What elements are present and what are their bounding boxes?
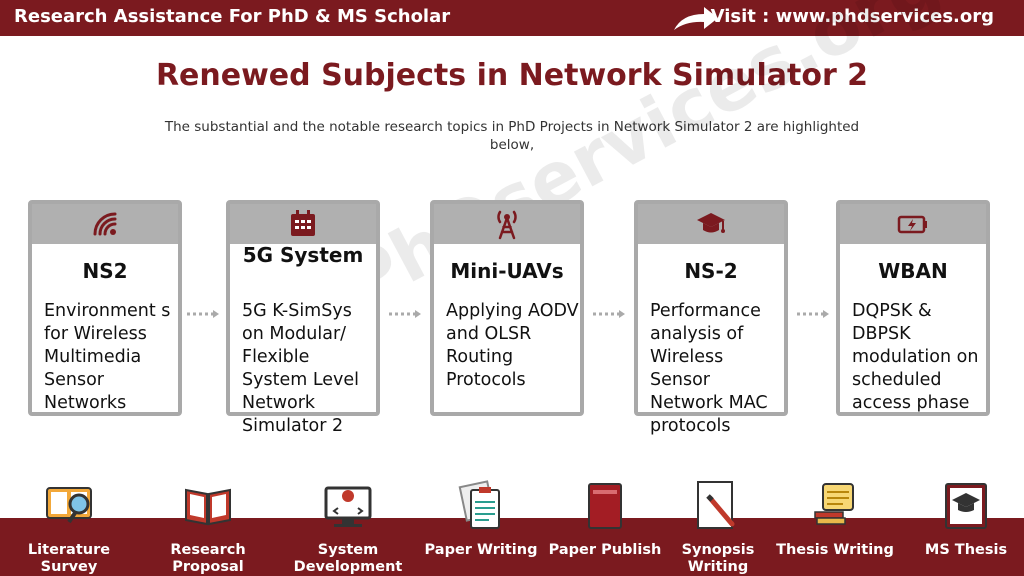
- page-subtitle: The substantial and the notable research…: [164, 119, 860, 153]
- scroll-books-icon: [814, 483, 854, 525]
- service-label: System Development: [293, 542, 403, 575]
- service-label: Thesis Writing: [776, 542, 894, 558]
- service-label: Research Proposal: [170, 542, 246, 575]
- red-book-icon: [588, 483, 622, 529]
- service-thesis-writing[interactable]: Thesis Writing: [775, 480, 895, 559]
- bottom-banner: [0, 518, 1024, 576]
- service-synopsis-writing[interactable]: Synopsis Writing: [658, 480, 778, 576]
- connector-arrow: [593, 310, 625, 318]
- topic-card-mini-uavs: Mini-UAVs Applying AODV and OLSR Routing…: [430, 200, 584, 416]
- card-body: DQPSK & DBPSK modulation on scheduled ac…: [852, 301, 979, 413]
- card-body: 5G K-SimSys on Modular/ Flexible System …: [242, 301, 360, 436]
- card-title: NS-2: [684, 259, 738, 283]
- grid-calendar-icon: [291, 210, 315, 236]
- service-label: Literature Survey: [27, 542, 111, 575]
- card-body: Performance analysis of Wireless Sensor …: [650, 301, 768, 436]
- service-system-development[interactable]: System Development: [288, 480, 408, 576]
- arrow-icon: [674, 7, 718, 30]
- connector-arrow: [389, 310, 421, 318]
- card-title: WBAN: [878, 259, 948, 283]
- page-title: Renewed Subjects in Network Simulator 2: [155, 58, 869, 93]
- magnifier-book-icon: [46, 487, 92, 524]
- banner-tagline: Research Assistance For PhD & MS Scholar: [14, 6, 451, 27]
- top-banner: Research Assistance For PhD & MS Scholar…: [0, 0, 1024, 36]
- graduation-cap-icon: [697, 213, 725, 233]
- card-title: Mini-UAVs: [450, 259, 564, 283]
- service-research-proposal[interactable]: Research Proposal: [148, 480, 268, 576]
- card-body: Applying AODV and OLSR Routing Protocols: [446, 301, 579, 390]
- service-label: Paper Writing: [424, 542, 538, 558]
- service-literature-survey[interactable]: Literature Survey: [9, 480, 129, 576]
- card-title: 5G System: [242, 243, 364, 267]
- service-label: MS Thesis: [924, 542, 1008, 558]
- card-title: NS2: [82, 259, 128, 283]
- topic-card-5g-system: 5G System 5G K-SimSys on Modular/ Flexib…: [226, 200, 380, 436]
- topic-card-ns2: NS2 Environment s for Wireless Multimedi…: [28, 200, 182, 416]
- grad-screen-icon: [945, 483, 987, 529]
- topic-card-ns-2: NS-2 Performance analysis of Wireless Se…: [634, 200, 788, 436]
- service-paper-publish[interactable]: Paper Publish: [545, 480, 665, 559]
- card-cap: [840, 204, 986, 244]
- card-body: Environment s for Wireless Multimedia Se…: [44, 301, 171, 413]
- topic-card-wban: WBAN DQPSK & DBPSK modulation on schedul…: [836, 200, 990, 416]
- service-label: Synopsis Writing: [681, 542, 755, 575]
- service-ms-thesis[interactable]: MS Thesis: [906, 480, 1024, 559]
- pen-paper-icon: [697, 481, 735, 529]
- card-cap: [32, 204, 178, 244]
- card-cap: [230, 204, 376, 244]
- service-label: Paper Publish: [548, 542, 662, 558]
- website-link[interactable]: Visit : www.phdservices.org: [710, 6, 994, 27]
- connector-arrow: [187, 310, 219, 318]
- antenna-tower-icon: [497, 210, 517, 240]
- service-paper-writing[interactable]: Paper Writing: [421, 480, 541, 559]
- connector-arrow: [797, 310, 829, 318]
- clipboard-icon: [458, 480, 500, 529]
- computer-code-icon: [324, 486, 372, 527]
- card-cap: [638, 204, 784, 244]
- card-cap: [434, 204, 580, 244]
- open-book-icon: [185, 488, 231, 526]
- battery-charging-icon: [897, 215, 927, 234]
- wifi-icon: [93, 212, 117, 236]
